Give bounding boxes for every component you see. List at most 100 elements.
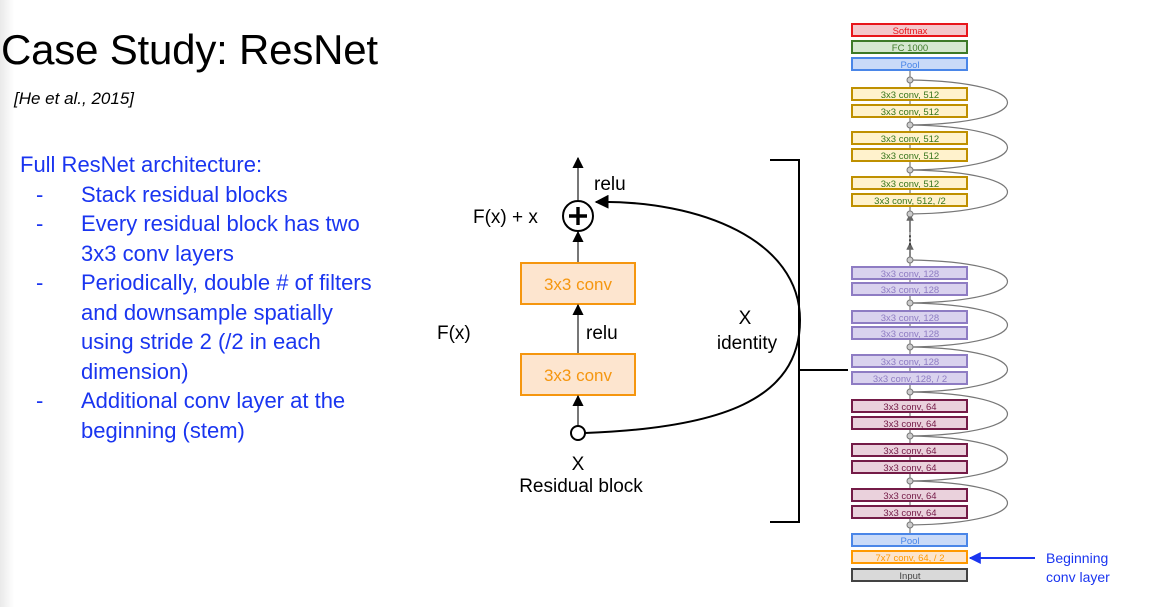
- layer-box-c512: [851, 87, 968, 101]
- layer-label: 3x3 conv, 512: [881, 90, 939, 101]
- sum-label: F(x) + x: [473, 207, 538, 228]
- junction-node: [906, 121, 914, 129]
- layer-box-c64: [851, 505, 968, 519]
- conv-bottom-label: 3x3 conv: [544, 366, 613, 385]
- bullet-text: Every residual block has two 3x3 conv la…: [81, 211, 360, 266]
- layer-box-c128: [851, 371, 968, 385]
- layer-box-c64: [851, 416, 968, 430]
- residual-block: relu F(x) + x 3x3 conv relu F(x) 3x3 con…: [437, 156, 802, 497]
- layer-label: Input: [899, 571, 920, 582]
- bullet-list: Full ResNet architecture: -Stack residua…: [20, 150, 380, 445]
- top-relu-label: relu: [594, 174, 626, 195]
- layer-label: Softmax: [893, 26, 928, 37]
- block-caption: Residual block: [519, 476, 643, 497]
- layer-label: 3x3 conv, 64: [883, 463, 936, 474]
- junction-node: [906, 210, 914, 218]
- layer-box-pool: [851, 533, 968, 547]
- identity-label: identity: [717, 333, 778, 354]
- conv-top-box: [520, 262, 636, 305]
- layer-label: 3x3 conv, 128: [881, 269, 939, 280]
- layer-box-stem: [851, 550, 968, 564]
- layer-box-c64: [851, 460, 968, 474]
- layer-label: 3x3 conv, 512: [881, 179, 939, 190]
- layer-label: 3x3 conv, 128, / 2: [873, 374, 947, 385]
- skip-connection-arc: [909, 302, 1009, 348]
- bullet-text: Additional conv layer at the beginning (…: [81, 388, 346, 443]
- layer-label: 3x3 conv, 128: [881, 285, 939, 296]
- fx-label: F(x): [437, 323, 471, 344]
- layer-box-c512: [851, 148, 968, 162]
- layer-label: Pool: [900, 536, 919, 547]
- layer-label: Pool: [900, 60, 919, 71]
- skip-connection-arc: [909, 79, 1009, 126]
- bullet-item: - Periodically, double # of filters and d…: [20, 268, 380, 386]
- identity-skip-curve: [584, 194, 802, 434]
- slide-title: Case Study: ResNet: [1, 26, 378, 73]
- bullet-dash: -: [36, 388, 44, 413]
- bracket-shape: [770, 159, 800, 523]
- junction-node: [906, 521, 914, 529]
- layer-label: 3x3 conv, 512: [881, 107, 939, 118]
- layer-label: 3x3 conv, 512, /2: [874, 196, 946, 207]
- layer-box-c128: [851, 266, 968, 280]
- layer-box-c128: [851, 354, 968, 368]
- junction-node: [906, 256, 914, 264]
- annotation-line-2: conv layer: [1046, 569, 1110, 585]
- bullet-item: -Every residual block has two 3x3 conv l…: [20, 209, 380, 268]
- layer-box-pool: [851, 57, 968, 71]
- plus-icon: [569, 207, 587, 225]
- ellipsis: ⋮: [904, 233, 916, 247]
- skip-connection-arc: [909, 391, 1009, 437]
- skip-connection-arc: [909, 346, 1009, 393]
- mid-relu-label: relu: [586, 323, 618, 344]
- layer-label: 3x3 conv, 64: [883, 491, 936, 502]
- layer-label: 7x7 conv, 64, / 2: [875, 553, 944, 564]
- layer-box-fc: [851, 40, 968, 54]
- junction-node: [906, 388, 914, 396]
- junction-node: [906, 76, 914, 84]
- layer-label: 3x3 conv, 128: [881, 357, 939, 368]
- conv-top-label: 3x3 conv: [544, 275, 613, 294]
- input-node: [570, 425, 586, 441]
- junction-node: [906, 299, 914, 307]
- bullet-heading: Full ResNet architecture:: [20, 152, 263, 177]
- input-x-label: X: [572, 454, 585, 475]
- layer-box-c512: [851, 131, 968, 145]
- junction-node: [906, 166, 914, 174]
- layer-box-c64: [851, 399, 968, 413]
- bullet-item: - Additional conv layer at the beginning …: [20, 386, 380, 445]
- bullet-text: Periodically, double # of filters and do…: [81, 270, 372, 384]
- conv-bottom-box: [520, 353, 636, 396]
- layer-box-c64: [851, 488, 968, 502]
- bullet-item: -Stack residual blocks: [20, 180, 380, 210]
- skip-connection-arc: [909, 169, 1009, 215]
- layer-box-c64: [851, 443, 968, 457]
- layer-label: 3x3 conv, 512: [881, 151, 939, 162]
- junction-node: [906, 343, 914, 351]
- layer-box-c128: [851, 282, 968, 296]
- layer-box-c512: [851, 176, 968, 190]
- annotation-line-1: Beginning: [1046, 550, 1108, 566]
- identity-x-label: X: [739, 308, 752, 329]
- bracket: [770, 159, 848, 523]
- layer-label: FC 1000: [892, 43, 928, 54]
- bullet-text: Stack residual blocks: [81, 181, 288, 207]
- layer-label: 3x3 conv, 64: [883, 402, 936, 413]
- layer-label: 3x3 conv, 128: [881, 329, 939, 340]
- layer-box-input: [851, 568, 968, 582]
- layer-label: 3x3 conv, 64: [883, 508, 936, 519]
- layer-label: 3x3 conv, 64: [883, 419, 936, 430]
- layer-box-softmax: [851, 23, 968, 37]
- layer-label: 3x3 conv, 512: [881, 134, 939, 145]
- skip-connection-arc: [909, 480, 1009, 526]
- skip-connection-arc: [909, 435, 1009, 482]
- citation: [He et al., 2015]: [14, 89, 135, 108]
- layer-box-c128: [851, 310, 968, 324]
- layer-box-c512: [851, 104, 968, 118]
- junction-node: [906, 477, 914, 485]
- bullet-dash: -: [36, 270, 44, 295]
- skip-connection-arc: [909, 259, 1009, 304]
- slide-edge-shade: [0, 0, 14, 607]
